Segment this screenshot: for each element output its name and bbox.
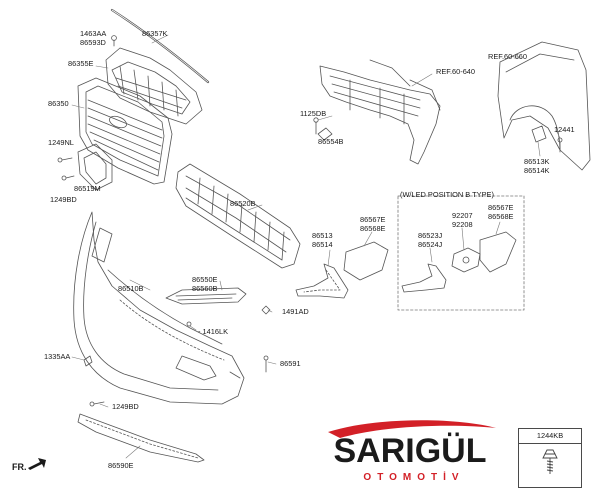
label-1249BD-bottom: 1249BD — [112, 402, 139, 411]
energy-absorber-86520B — [175, 163, 301, 269]
lower-lip-spoiler-86590E — [77, 413, 205, 463]
inset-title: (W/LED POSITION B TYPE) — [400, 190, 494, 199]
bracket-86513K — [531, 125, 547, 143]
label-86591: 86591 — [280, 359, 301, 368]
grille-frame-86355E — [105, 47, 203, 125]
label-1249NL: 1249NL — [48, 138, 74, 147]
sarigul-otomotiv-logo: SARIGÜL OTOMOTİV — [328, 420, 496, 483]
label-12441: 12441 — [554, 125, 575, 134]
led-cover-86567E-b — [479, 231, 517, 273]
license-bracket-86519M — [77, 143, 113, 191]
screw-1249NL — [57, 157, 73, 163]
label-1249BD-top: 1249BD — [50, 195, 77, 204]
inset-frame — [397, 195, 525, 311]
led-lamp-92207 — [451, 247, 481, 273]
bumper-bracket-86550E — [165, 287, 247, 327]
label-86520B: 86520B — [230, 199, 256, 208]
label-86350: 86350 — [48, 99, 69, 108]
label-1491AD: 1491AD — [282, 307, 309, 316]
label-86554B: 86554B — [318, 137, 344, 146]
label-86357K: 86357K — [142, 29, 168, 38]
label-1335AA: 1335AA — [44, 352, 71, 361]
label-ref-60-660: REF.60-660 — [488, 52, 528, 61]
fastener-box-1244KB: 1244KB — [518, 428, 582, 488]
front-bumper-cover-86510B — [73, 211, 245, 405]
radiator-support-ref-60-640 — [319, 59, 441, 165]
led-garnish-86523J — [401, 263, 447, 293]
label-86355E: 86355E — [68, 59, 94, 68]
bolt-86591 — [263, 355, 269, 373]
label-86510B: 86510B — [118, 284, 144, 293]
fog-garnish-86513 — [295, 263, 349, 299]
fastener-code: 1244KB — [519, 429, 581, 444]
bolt-1125DB — [313, 117, 319, 135]
logo-name: SARIGÜL — [334, 432, 487, 470]
front-direction-arrow — [28, 458, 46, 470]
grille-molding-86357K — [110, 8, 210, 84]
label-86590E: 86590E — [108, 461, 134, 470]
logo-tagline: OTOMOTİV — [363, 470, 464, 483]
label-1125DB: 1125DB — [300, 109, 327, 118]
screw-1249BD-top — [61, 175, 75, 181]
leader-lines — [71, 34, 561, 459]
clip-1335AA — [83, 355, 93, 367]
radiator-grille-86350 — [77, 77, 173, 185]
bolt-icon — [542, 449, 558, 474]
label-86519M: 86519M — [74, 184, 101, 193]
label-ref-60-640: REF.60-640 — [436, 67, 476, 76]
clip-12441 — [557, 137, 563, 153]
front-marker: FR. — [12, 462, 27, 472]
label-1416LK: - 1416LK — [198, 327, 228, 336]
logo-swoosh — [328, 420, 496, 438]
fog-cover-86567E — [343, 241, 389, 281]
clip-1463AA — [111, 35, 117, 47]
bracket-86554B — [317, 127, 333, 141]
clip-1491AD — [261, 305, 271, 315]
screw-1249BD-bottom — [89, 401, 105, 407]
